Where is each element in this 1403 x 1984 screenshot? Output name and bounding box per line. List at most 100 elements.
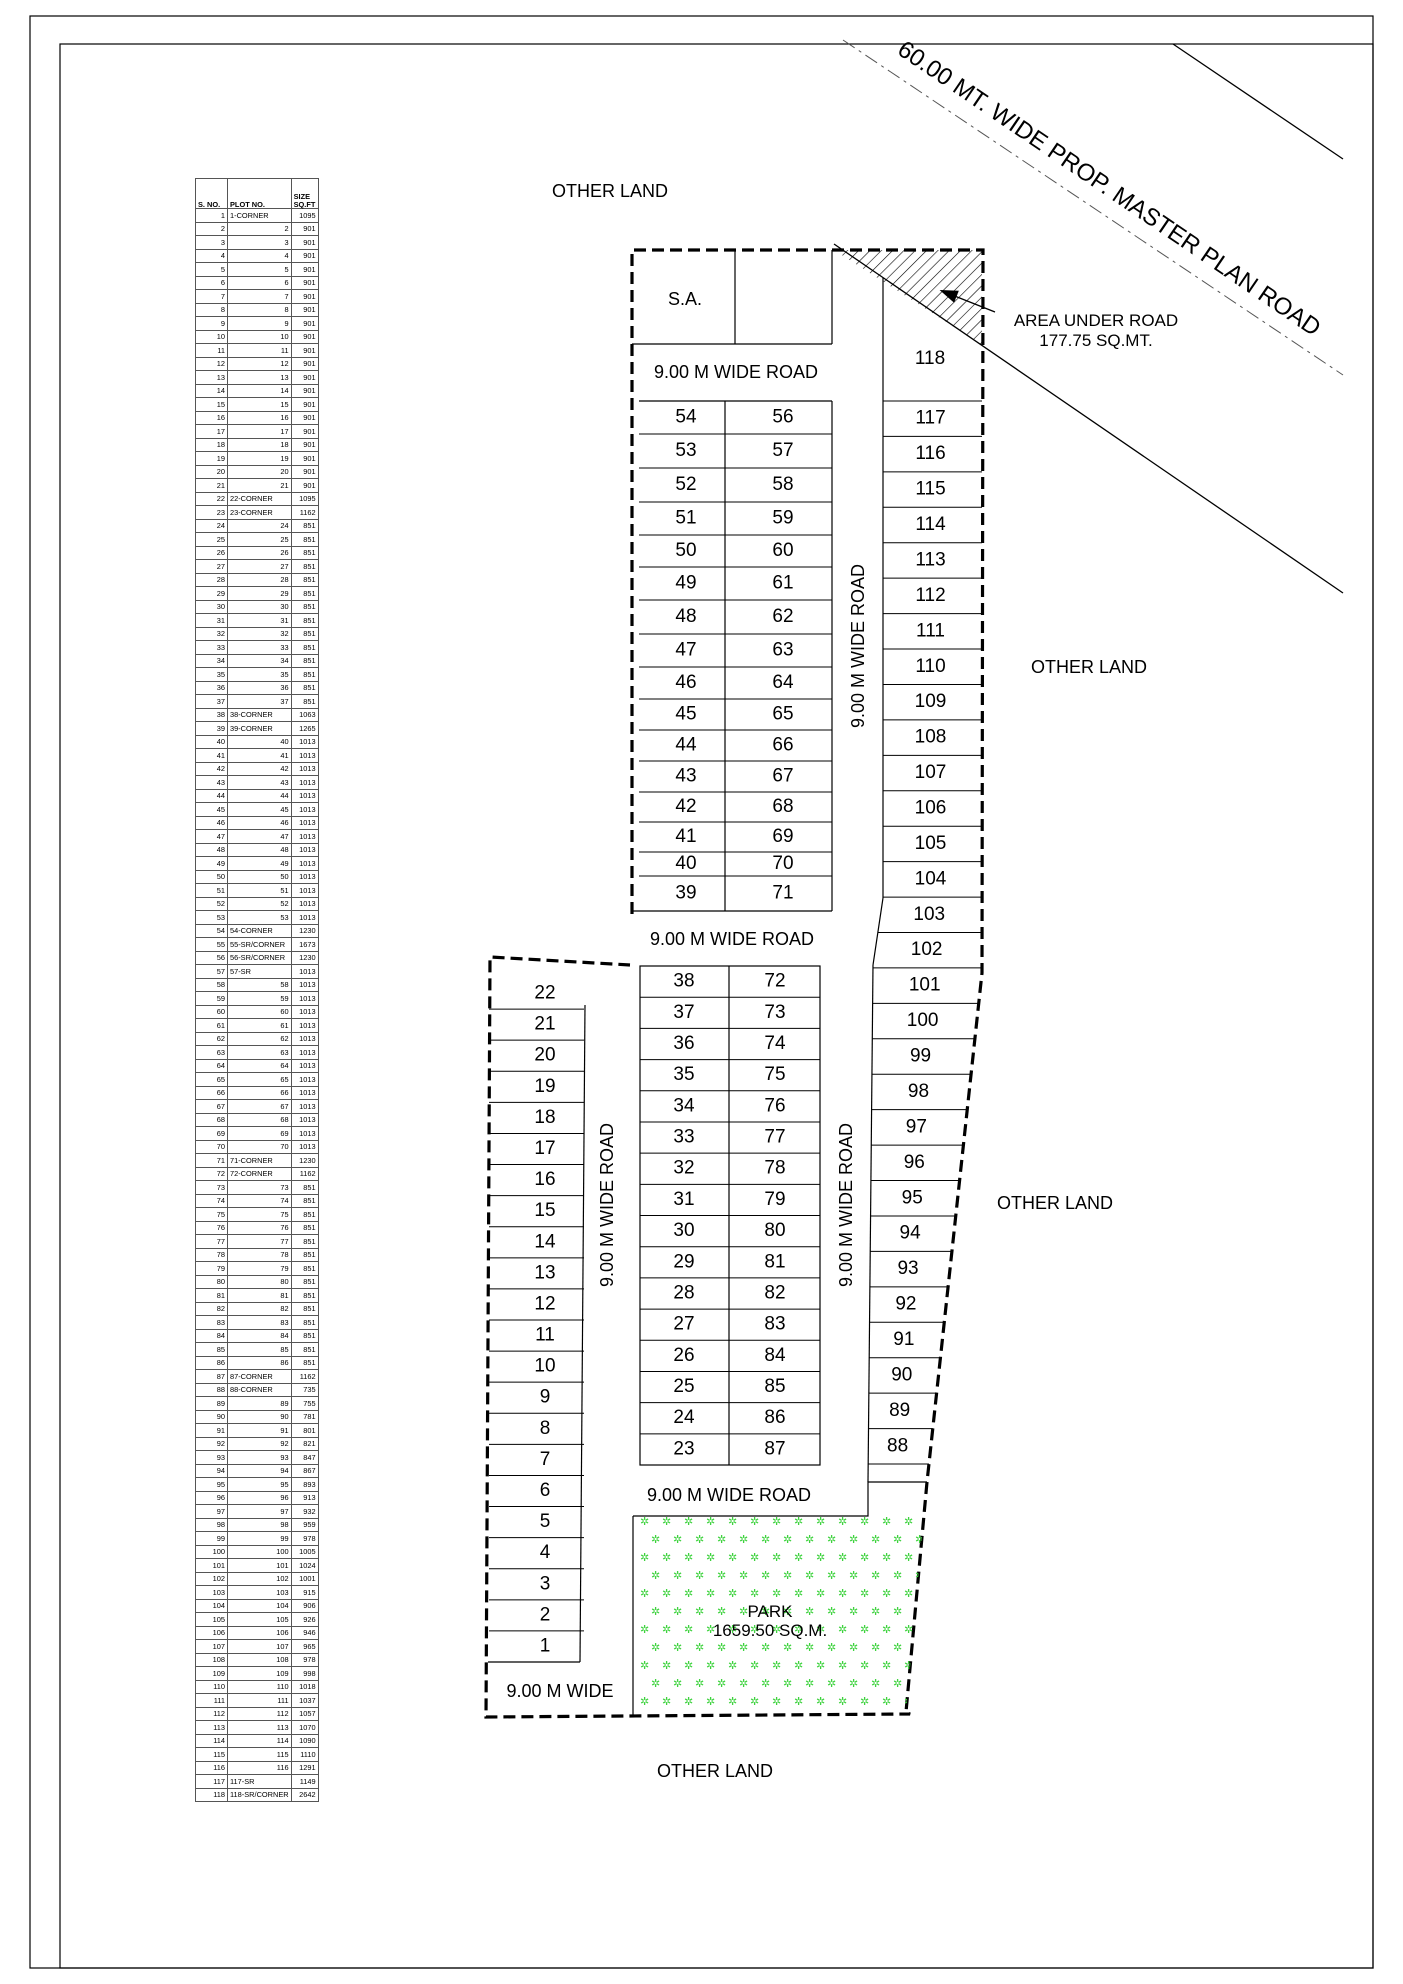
cell-size: 893 [290, 1477, 319, 1492]
plot-number-label: 79 [764, 1189, 785, 1210]
park-grass-mark: ✲ [915, 1642, 924, 1654]
plot-number-label: 5 [540, 1511, 551, 1532]
size-label-top: SIZE [293, 192, 311, 202]
plot-number-label: 66 [772, 735, 793, 756]
park-grass-mark: ✲ [739, 1534, 748, 1546]
cell-size: 1162 [290, 1369, 319, 1384]
park-grass-mark: ✲ [805, 1534, 814, 1546]
park-grass-mark: ✲ [860, 1516, 869, 1528]
park-grass-mark: ✲ [849, 1642, 858, 1654]
plot-number-label: 64 [772, 672, 794, 693]
cell-sno: 56 [195, 950, 228, 965]
road-label-east-south: 9.00 M WIDE ROAD [836, 1123, 856, 1287]
cell-size: 1013 [290, 1018, 319, 1033]
cell-size: 901 [290, 262, 319, 277]
park-grass-mark: ✲ [915, 1678, 924, 1690]
park-grass-mark: ✲ [849, 1570, 858, 1582]
plot-number-label: 52 [675, 474, 696, 495]
plot-number-label: 11 [535, 1325, 555, 1346]
park-grass-mark: ✲ [904, 1624, 913, 1636]
plot-number-label: 2 [540, 1604, 551, 1625]
plot-number-label: 20 [534, 1045, 555, 1066]
park-grass-mark: ✲ [673, 1642, 682, 1654]
plot-number-label: 98 [908, 1081, 929, 1102]
plot-number-label: 63 [772, 640, 793, 661]
plot-number-label: 25 [673, 1376, 694, 1397]
plot-number-label: 38 [673, 971, 694, 992]
size-label-bottom: SQ.FT [293, 199, 316, 209]
plot-number-label: 89 [889, 1400, 910, 1421]
plot-number-label: 68 [772, 796, 793, 817]
park-grass-mark: ✲ [915, 1534, 924, 1546]
park-grass-mark: ✲ [684, 1696, 693, 1708]
park-grass-mark: ✲ [882, 1516, 891, 1528]
plot-number-label: 90 [891, 1364, 912, 1385]
plot-number-label: 82 [764, 1282, 785, 1303]
plot-number-label: 115 [915, 479, 945, 500]
park-grass-mark: ✲ [662, 1516, 671, 1528]
park-grass-mark: ✲ [937, 1534, 946, 1546]
cell-sno: 10 [195, 329, 228, 344]
park-grass-mark: ✲ [816, 1516, 825, 1528]
plot-number-label: 91 [893, 1329, 914, 1350]
park-area: ✲✲✲✲✲✲✲✲✲✲✲✲✲✲✲✲✲✲✲✲✲✲✲✲✲✲✲✲✲✲✲✲✲✲✲✲✲✲✲✲… [640, 1516, 946, 1708]
park-grass-mark: ✲ [739, 1642, 748, 1654]
park-grass-mark: ✲ [750, 1660, 759, 1672]
park-grass-mark: ✲ [761, 1606, 770, 1618]
plot-number-label: 116 [915, 443, 945, 464]
park-grass-mark: ✲ [640, 1624, 649, 1636]
park-grass-mark: ✲ [739, 1606, 748, 1618]
plot-number-label: 83 [764, 1314, 785, 1335]
park-grass-mark: ✲ [926, 1516, 935, 1528]
plot-number-label: 26 [673, 1345, 694, 1366]
park-grass-mark: ✲ [904, 1660, 913, 1672]
cell-sno: 15 [195, 397, 228, 412]
cell-sno: 73 [195, 1180, 228, 1195]
plot-number-label: 16 [534, 1169, 555, 1190]
cell-size: 901 [290, 356, 319, 371]
plot-number-label: 30 [673, 1220, 694, 1241]
park-grass-mark: ✲ [838, 1516, 847, 1528]
plot-number-label: 59 [772, 508, 793, 529]
plot-number-label: 118 [915, 348, 945, 369]
park-grass-mark: ✲ [849, 1534, 858, 1546]
park-grass-mark: ✲ [838, 1624, 847, 1636]
plot-number-label: 99 [910, 1046, 931, 1067]
plot-number-label: 22 [534, 983, 555, 1004]
park-grass-mark: ✲ [838, 1660, 847, 1672]
plot-number-label: 93 [897, 1258, 918, 1279]
cell-size: 901 [290, 248, 319, 263]
plot-number-label: 65 [772, 704, 793, 725]
cell-size: 978 [290, 1531, 319, 1546]
park-area-value: 1659.50 SQ.M. [713, 1621, 827, 1640]
park-grass-mark: ✲ [750, 1588, 759, 1600]
cell-size: 1013 [290, 1085, 319, 1100]
cell-sno: 19 [195, 451, 228, 466]
plot-number-label: 43 [675, 766, 696, 787]
park-grass-mark: ✲ [860, 1696, 869, 1708]
plot-number-label: 21 [534, 1014, 555, 1035]
park-grass-mark: ✲ [860, 1660, 869, 1672]
park-grass-mark: ✲ [695, 1642, 704, 1654]
park-grass-mark: ✲ [794, 1624, 803, 1636]
area-under-road-arrow [939, 290, 996, 313]
other-land-east-top: OTHER LAND [1031, 657, 1147, 677]
